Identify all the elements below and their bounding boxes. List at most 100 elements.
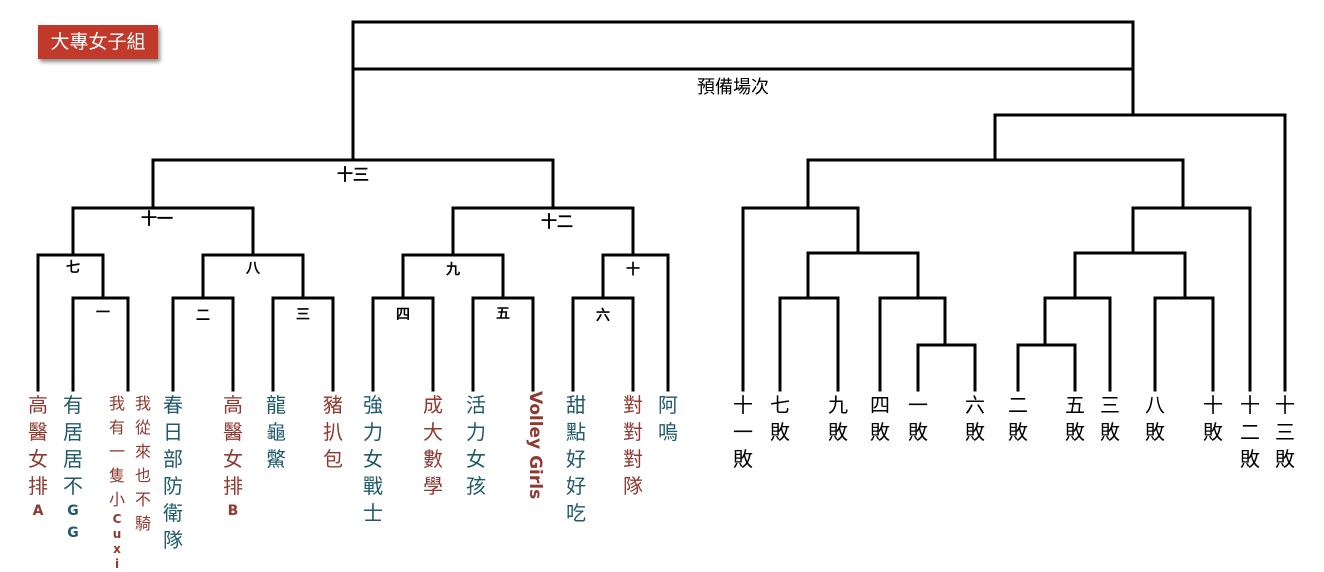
team-label-char: 隊 [163, 528, 183, 552]
team-label-char: 好 [566, 474, 586, 498]
loser-label-char: 十 [1203, 393, 1223, 417]
loser-label: 十一敗 [730, 392, 756, 473]
loser-label-char: 十 [733, 393, 753, 417]
team-label-char: 點 [566, 420, 586, 444]
team-label-char: 高 [223, 393, 243, 417]
loser-label-char: 敗 [1065, 420, 1085, 444]
team-label: 阿嗚 [655, 392, 681, 446]
team-label-char: 不 [63, 474, 83, 498]
team-label-char: 騎 [134, 514, 151, 533]
team-label: 對對對隊 [620, 392, 646, 500]
team-label-char: 女 [223, 447, 243, 471]
team-label-suffix: u [112, 527, 122, 541]
team-label-char: 不 [134, 490, 151, 509]
team-label-char: 部 [163, 447, 183, 471]
team-label-char: 女 [466, 447, 486, 471]
loser-label-char: 二 [1008, 393, 1028, 417]
round-label-m3: 三 [296, 307, 310, 323]
team-label-suffix: A [32, 503, 44, 519]
loser-label-char: 敗 [733, 447, 753, 471]
loser-label-char: 敗 [870, 420, 890, 444]
team-label-char: 居 [63, 420, 83, 444]
loser-label: 八敗 [1142, 392, 1168, 446]
team-label-char: 活 [466, 393, 486, 417]
loser-label: 二敗 [1005, 392, 1031, 446]
team-label-char: 居 [63, 447, 83, 471]
loser-label-char: 三 [1275, 420, 1295, 444]
team-label-char: 阿 [658, 393, 678, 417]
round-label-m2: 二 [196, 308, 210, 324]
loser-label-char: 敗 [1240, 447, 1260, 471]
team-label-suffix: x [113, 542, 121, 556]
loser-label: 十二敗 [1237, 392, 1263, 473]
round-label-m12: 十二 [541, 212, 573, 231]
loser-label: 五敗 [1062, 392, 1088, 446]
team-label-char: 醫 [223, 420, 243, 444]
team-label-char: 我 [134, 394, 151, 413]
team-label-char: 高 [28, 393, 48, 417]
loser-label-char: 一 [908, 393, 928, 417]
loser-label-char: 六 [965, 393, 985, 417]
loser-label-char: 敗 [908, 420, 928, 444]
team-label-suffix: G [67, 525, 79, 541]
loser-label-char: 五 [1065, 393, 1085, 417]
team-label-char: 小 [108, 490, 125, 509]
round-label-m11: 十一 [141, 209, 173, 228]
team-label: 春日部防衛隊 [160, 392, 186, 554]
loser-label: 七敗 [767, 392, 793, 446]
team-label-suffix: B [227, 503, 239, 519]
team-label-char: 醫 [28, 420, 48, 444]
team-label-char: 嗚 [658, 420, 678, 444]
loser-label-char: 一 [733, 420, 753, 444]
team-label-char: 從 [134, 418, 151, 437]
team-label-suffix: G [67, 503, 79, 519]
loser-label-char: 四 [870, 393, 890, 417]
round-label-m5: 五 [496, 306, 510, 322]
round-label-m13: 十三 [337, 165, 369, 184]
round-label-m1: 一 [96, 305, 110, 321]
team-label-char: 日 [163, 420, 183, 444]
team-label-char: 女 [28, 447, 48, 471]
loser-label: 四敗 [867, 392, 893, 446]
team-label-char: 士 [363, 501, 383, 525]
team-label-volley-girls: Volley Girls [525, 391, 545, 500]
team-label-char: 扒 [323, 420, 343, 444]
loser-label-char: 敗 [965, 420, 985, 444]
loser-label-char: 十 [1275, 393, 1295, 417]
team-label-char: 大 [423, 420, 443, 444]
round-label-m10: 十 [626, 261, 640, 278]
team-label: 龍龜鱉 [263, 392, 289, 473]
team-label: 強力女戰士 [360, 392, 386, 527]
team-label-char: 有 [108, 418, 125, 437]
team-label-char: 龜 [266, 420, 286, 444]
team-label-char: 防 [163, 474, 183, 498]
loser-label-char: 九 [828, 393, 848, 417]
team-label-char: 春 [163, 393, 183, 417]
round-label-preliminary: 預備場次 [697, 77, 769, 98]
team-label-char: 甜 [566, 393, 586, 417]
loser-label-char: 二 [1240, 420, 1260, 444]
team-label-char: 我 [108, 394, 125, 413]
round-label-m6: 六 [596, 307, 610, 324]
team-label-char: 孩 [466, 474, 486, 498]
team-label-char: 來 [134, 442, 151, 461]
team-label: 我從來也不騎 [130, 392, 156, 536]
loser-label: 三敗 [1097, 392, 1123, 446]
team-label: 甜點好好吃 [563, 392, 589, 527]
round-label-m9: 九 [445, 262, 460, 278]
round-label-m7: 七 [66, 260, 80, 276]
team-label-char: 隊 [623, 474, 643, 498]
team-label-char: 對 [623, 420, 643, 444]
team-label-char: 學 [423, 474, 443, 498]
team-label-char: 吃 [566, 501, 586, 525]
team-label-char: 對 [623, 447, 643, 471]
team-label-char: 包 [323, 447, 343, 471]
team-label-char: 女 [363, 447, 383, 471]
division-badge: 大專女子組 [38, 25, 158, 59]
team-label-char: 排 [223, 474, 243, 498]
loser-label-char: 敗 [1275, 447, 1295, 471]
loser-label-char: 七 [770, 393, 790, 417]
loser-label: 十三敗 [1272, 392, 1298, 473]
loser-label-char: 十 [1240, 393, 1260, 417]
